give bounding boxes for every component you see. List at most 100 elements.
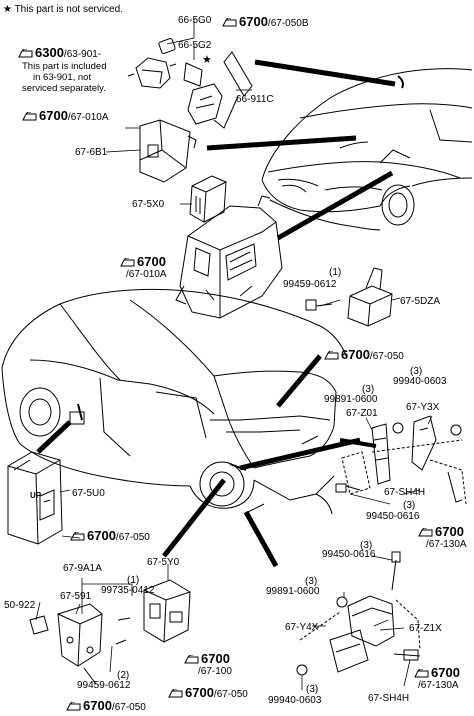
camera-icon	[324, 347, 339, 360]
label-67-5x0: 67-5X0	[132, 199, 165, 210]
arrow-to-lower-bracket	[162, 478, 226, 558]
arrow-to-engine-bay	[276, 170, 394, 241]
label-67-sh4h-bottom: 67-SH4H	[368, 693, 410, 704]
ref-6700-67-050-lower[interactable]: 6700 /67-050	[168, 684, 248, 700]
ref-6700-67-130a-lower[interactable]: 6700 /67-130A	[414, 664, 460, 691]
ref-main: 6700	[87, 528, 116, 543]
note-line-1: This part is included	[22, 61, 107, 72]
qty-99459-bottom: (2)	[117, 670, 130, 681]
ref-6700-67-010a-top[interactable]: 6700 /67-010A	[22, 107, 109, 123]
ref-sub: /67-050	[115, 532, 150, 543]
qty-99940-bottom: (3)	[306, 684, 319, 695]
arrow-to-windshield	[254, 59, 396, 87]
lower-right-bracket-assembly	[296, 551, 421, 676]
ref-main: 6700	[39, 108, 68, 123]
ref-main: 6700	[239, 14, 268, 29]
camera-icon	[22, 108, 37, 121]
label-66-5g0: 66-5G0	[178, 15, 212, 26]
label-67-z1x: 67-Z1X	[409, 623, 442, 634]
qty-99891-right: (3)	[362, 384, 375, 395]
label-99735-0412: 99735-0412	[101, 585, 155, 596]
camera-icon	[414, 665, 429, 678]
ref-main: 6700	[185, 685, 214, 700]
fuse-block-67-5x0	[189, 175, 227, 223]
arrow-to-rear-bumper	[239, 437, 361, 471]
ref-6700-67-050-bottom[interactable]: 6700 /67-050	[66, 697, 146, 713]
label-99891-0600-right: 99891-0600	[324, 394, 378, 405]
label-67-5dza: 67-5DZA	[400, 296, 441, 307]
qty-99450-bottom: (3)	[360, 540, 373, 551]
ref-sub: /67-010A	[126, 269, 167, 280]
main-fuse-box	[175, 195, 283, 319]
ref-main: 6700	[341, 347, 370, 362]
ref-6700-67-130a-upper[interactable]: 6700 /67-130A	[418, 523, 467, 550]
leader-lines	[35, 18, 433, 690]
label-99459-0612-top: 99459-0612	[283, 279, 337, 290]
front-car-illustration	[261, 68, 473, 231]
ref-sub: /63-901-	[63, 49, 102, 60]
ref-sub: /67-100	[198, 666, 232, 677]
ref-6700-67-050-relay[interactable]: 6700 /67-050	[324, 346, 404, 362]
qty-99459-top: (1)	[329, 267, 342, 278]
legend-text: This part is not serviced.	[14, 4, 123, 15]
ref-main: 6700	[435, 524, 464, 539]
ref-6300-63-901[interactable]: 6300 /63-901-	[18, 44, 101, 60]
ref-6700-67-050b[interactable]: 6700 /67-050B	[222, 13, 309, 29]
qty-99940-right: (3)	[410, 366, 423, 377]
camera-icon	[18, 45, 33, 58]
label-67-y4x: 67-Y4X	[285, 622, 319, 633]
label-99450-0616-bottom: 99450-0616	[322, 549, 376, 560]
label-67-5u0: 67-5U0	[72, 488, 105, 499]
label-66-911c: 66-911C	[236, 94, 274, 105]
label-67-y3x: 67-Y3X	[406, 402, 440, 413]
label-99940-0603-bottom: 99940-0603	[268, 695, 322, 706]
label-67-z01: 67-Z01	[346, 408, 378, 419]
label-67-6b1: 67-6B1	[75, 147, 108, 158]
ref-6700-67-100[interactable]: 6700 /67-100	[184, 650, 232, 677]
lower-left-unit	[29, 579, 191, 685]
rain-sensor-parts	[158, 38, 253, 129]
label-50-922: 50-922	[4, 600, 36, 611]
ref-sub: /67-130A	[426, 539, 467, 550]
ecu-up-tag: UP	[30, 491, 42, 500]
label-67-5y0: 67-5Y0	[147, 557, 180, 568]
camera-icon	[418, 524, 433, 537]
star-marker: ★	[202, 54, 212, 66]
note-line-3: serviced separately.	[22, 83, 106, 94]
relay-block-67-6b1	[139, 119, 197, 183]
arrow-to-bottom-sensor	[243, 510, 279, 568]
ref-sub: /67-050	[111, 702, 146, 713]
label-66-5g2: 66-5G2	[178, 40, 212, 51]
camera-icon	[222, 14, 237, 27]
legend-not-serviced: ★ This part is not serviced.	[3, 4, 123, 15]
star-icon: ★	[3, 4, 12, 15]
ref-sub: /67-130A	[418, 680, 459, 691]
camera-icon	[168, 685, 183, 698]
label-67-9a1a: 67-9A1A	[63, 563, 102, 574]
ref-main: 6700	[201, 651, 230, 666]
label-99891-0600-bottom: 99891-0600	[266, 586, 320, 597]
camera-icon	[70, 528, 85, 541]
ref-main: 6700	[83, 698, 112, 713]
ref-main: 6700	[137, 254, 166, 269]
label-99459-0612-bottom: 99459-0612	[77, 680, 131, 691]
label-67-591: 67-591	[60, 591, 92, 602]
ref-sub: /67-010A	[67, 112, 109, 123]
arrow-to-tailgate	[276, 354, 322, 408]
arrow-to-hood-sensor	[206, 135, 357, 151]
qty-99735: (1)	[127, 575, 140, 586]
ref-sub: /67-050B	[267, 18, 309, 29]
ref-main: 6300	[35, 45, 64, 60]
rear-car-illustration	[1, 288, 347, 515]
camera-icon	[120, 254, 135, 267]
right-bracket-assembly	[335, 415, 467, 505]
ref-6700-67-010a-box[interactable]: 6700 /67-010A	[120, 253, 167, 280]
ref-main: 6700	[431, 665, 460, 680]
ref-6700-67-050-module[interactable]: 6700 /67-050	[70, 527, 150, 543]
label-99940-0603-right: 99940-0603	[393, 376, 447, 387]
camera-icon	[66, 698, 81, 711]
camera-icon	[184, 651, 199, 664]
note-line-2: in 63-901, not	[33, 72, 92, 83]
ref-sub: /67-050	[369, 351, 404, 362]
